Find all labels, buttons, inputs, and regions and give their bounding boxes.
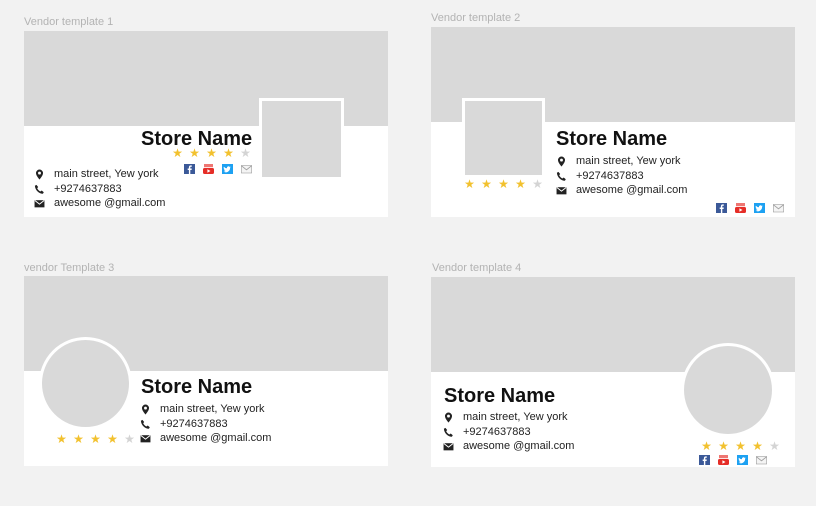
email-row: awesome @gmail.com: [140, 432, 271, 444]
address-row: main street, Yew york: [443, 411, 568, 423]
star-filled-icon: ★: [701, 439, 712, 453]
phone-text: +9274637883: [576, 170, 644, 182]
facebook-icon[interactable]: [716, 200, 727, 213]
location-pin-icon: [443, 412, 454, 423]
twitter-icon[interactable]: [222, 161, 233, 174]
star-filled-icon: ★: [56, 432, 67, 446]
store-name: Store Name: [444, 385, 556, 407]
store-logo-square[interactable]: [462, 98, 545, 178]
address-row: main street, Yew york: [556, 155, 681, 167]
template-1-label: Vendor template 1: [24, 16, 114, 28]
store-name: Store Name: [556, 128, 668, 150]
envelope-icon: [34, 198, 45, 209]
rating-stars: ★ ★ ★ ★ ★: [700, 440, 781, 452]
phone-row: +9274637883: [556, 170, 644, 182]
envelope-icon: [443, 441, 454, 452]
twitter-icon[interactable]: [737, 452, 748, 465]
rating-stars: ★ ★ ★ ★ ★: [171, 147, 252, 159]
star-empty-icon: ★: [532, 177, 543, 191]
phone-text: +9274637883: [160, 418, 228, 430]
rating-stars: ★ ★ ★ ★ ★: [463, 178, 544, 190]
star-filled-icon: ★: [90, 432, 101, 446]
phone-icon: [443, 427, 454, 438]
address-text: main street, Yew york: [160, 403, 265, 415]
template-2-label: Vendor template 2: [431, 12, 521, 24]
star-filled-icon: ★: [223, 146, 234, 160]
location-pin-icon: [556, 156, 567, 167]
address-row: main street, Yew york: [34, 168, 159, 180]
template-4-label: Vendor template 4: [432, 262, 522, 274]
youtube-icon[interactable]: [203, 161, 214, 174]
location-pin-icon: [34, 169, 45, 180]
mail-icon[interactable]: [756, 452, 767, 465]
star-filled-icon: ★: [206, 146, 217, 160]
location-pin-icon: [140, 404, 151, 415]
address-row: main street, Yew york: [140, 403, 265, 415]
store-name: Store Name: [141, 128, 253, 150]
email-text: awesome @gmail.com: [160, 432, 272, 444]
mail-icon[interactable]: [773, 200, 784, 213]
store-name: Store Name: [141, 376, 253, 398]
star-filled-icon: ★: [464, 177, 475, 191]
envelope-icon: [140, 433, 151, 444]
star-filled-icon: ★: [189, 146, 200, 160]
star-filled-icon: ★: [73, 432, 84, 446]
address-text: main street, Yew york: [54, 168, 159, 180]
star-filled-icon: ★: [107, 432, 118, 446]
phone-row: +9274637883: [140, 418, 228, 430]
star-filled-icon: ★: [172, 146, 183, 160]
phone-row: +9274637883: [34, 183, 122, 195]
phone-row: +9274637883: [443, 426, 531, 438]
address-text: main street, Yew york: [576, 155, 681, 167]
phone-text: +9274637883: [463, 426, 531, 438]
template-1-card[interactable]: Store Name ★ ★ ★ ★ ★ main street, Yew york +…: [24, 31, 388, 217]
social-links: [716, 200, 784, 213]
facebook-icon[interactable]: [184, 161, 195, 174]
social-links: [184, 161, 252, 174]
star-filled-icon: ★: [515, 177, 526, 191]
star-empty-icon: ★: [240, 146, 251, 160]
mail-icon[interactable]: [241, 161, 252, 174]
twitter-icon[interactable]: [754, 200, 765, 213]
template-3-label: vendor Template 3: [24, 262, 115, 274]
phone-icon: [556, 171, 567, 182]
email-text: awesome @gmail.com: [463, 440, 575, 452]
phone-icon: [34, 184, 45, 195]
template-2-card[interactable]: ★ ★ ★ ★ ★ Store Name main street, Yew york +…: [431, 27, 795, 217]
email-row: awesome @gmail.com: [556, 184, 687, 196]
envelope-icon: [556, 185, 567, 196]
phone-text: +9274637883: [54, 183, 122, 195]
star-empty-icon: ★: [124, 432, 135, 446]
rating-stars: ★ ★ ★ ★ ★: [55, 433, 136, 445]
facebook-icon[interactable]: [699, 452, 710, 465]
star-filled-icon: ★: [718, 439, 729, 453]
store-logo-circle[interactable]: [39, 337, 132, 430]
address-text: main street, Yew york: [463, 411, 568, 423]
youtube-icon[interactable]: [735, 200, 746, 213]
template-3-card[interactable]: ★ ★ ★ ★ ★ Store Name main street, Yew york +…: [24, 276, 388, 466]
email-text: awesome @gmail.com: [54, 197, 166, 209]
phone-icon: [140, 419, 151, 430]
template-4-card[interactable]: ★ ★ ★ ★ ★ Store Name main street, Yew york +…: [431, 277, 795, 467]
email-row: awesome @gmail.com: [34, 197, 165, 209]
youtube-icon[interactable]: [718, 452, 729, 465]
email-text: awesome @gmail.com: [576, 184, 688, 196]
star-filled-icon: ★: [752, 439, 763, 453]
star-filled-icon: ★: [735, 439, 746, 453]
star-filled-icon: ★: [481, 177, 492, 191]
social-links: [699, 452, 767, 465]
store-logo-square[interactable]: [259, 98, 344, 180]
store-logo-circle[interactable]: [681, 343, 775, 437]
email-row: awesome @gmail.com: [443, 440, 574, 452]
star-filled-icon: ★: [498, 177, 509, 191]
star-empty-icon: ★: [769, 439, 780, 453]
